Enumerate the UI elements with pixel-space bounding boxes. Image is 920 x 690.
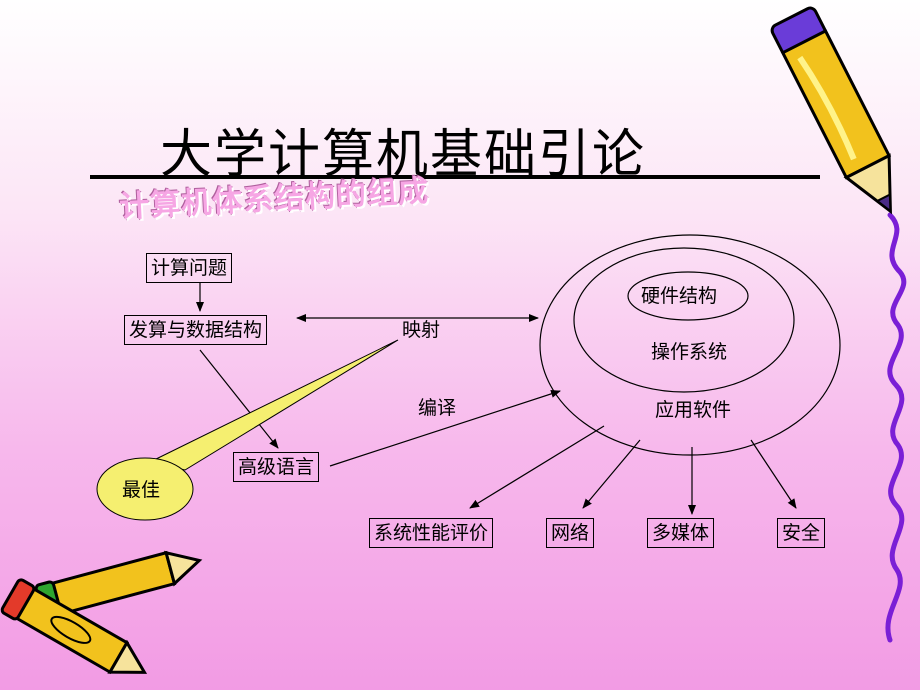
node-compute-problem: 计算问题 <box>146 253 233 283</box>
edge-to-network <box>582 439 641 509</box>
node-network: 网络 <box>546 518 595 548</box>
pencil-icon <box>770 6 892 215</box>
node-multimedia: 多媒体 <box>647 518 715 548</box>
title-underline <box>90 175 820 179</box>
ring-label-apps: 应用软件 <box>655 399 732 421</box>
callout-label: 最佳 <box>122 479 161 501</box>
edge-to-security <box>750 439 797 509</box>
ring-label-os: 操作系统 <box>651 341 728 363</box>
node-high-level-language: 高级语言 <box>233 452 320 482</box>
edge-label-mapping: 映射 <box>402 319 441 341</box>
callout-bubble <box>96 457 194 521</box>
node-algorithm-data-structure: 发算与数据结构 <box>124 315 268 345</box>
edge-to-perf-eval <box>469 425 605 509</box>
ring-label-hardware: 硬件结构 <box>641 285 718 307</box>
purple-squiggle-line <box>885 212 907 643</box>
edge-algorithm-to-language <box>199 349 279 449</box>
crossed-pencils-icon <box>0 550 203 675</box>
callout-pointer <box>148 339 399 471</box>
node-security: 安全 <box>777 518 826 548</box>
edge-compile <box>329 389 561 467</box>
edge-label-compile: 编译 <box>418 397 457 419</box>
middle-ring <box>573 247 795 393</box>
outer-ring <box>539 234 841 456</box>
node-performance-evaluation: 系统性能评价 <box>369 518 494 548</box>
inner-ring <box>627 271 749 321</box>
